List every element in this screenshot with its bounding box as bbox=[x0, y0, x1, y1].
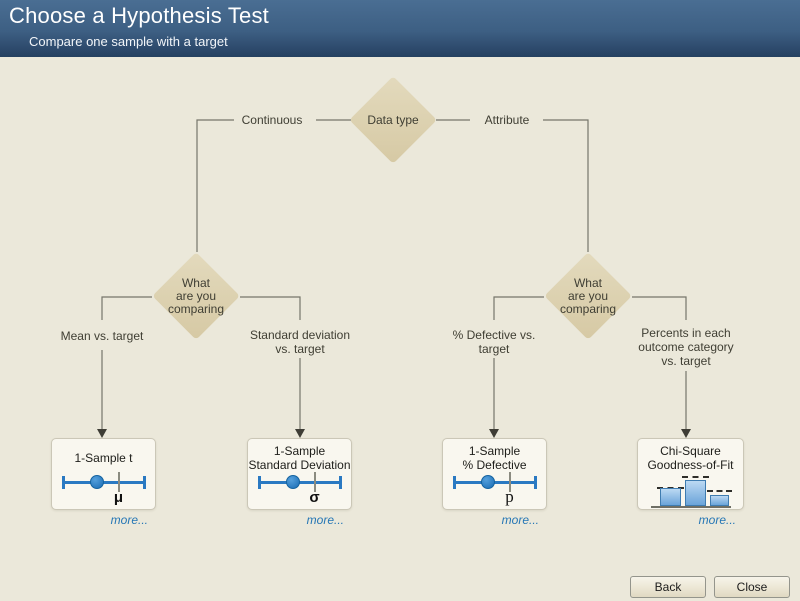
leaf-label-defective-vs-target: % Defective vs. target bbox=[452, 328, 536, 356]
page-subtitle: Compare one sample with a target bbox=[29, 34, 228, 49]
test-card-chi-square-goodness-of-fit[interactable]: Chi-Square Goodness-of-Fit bbox=[637, 438, 744, 510]
interval-plot-icon: p bbox=[452, 471, 537, 509]
dialog-header: Choose a Hypothesis Test Compare one sam… bbox=[0, 0, 800, 57]
test-card-title: 1-Sample Standard Deviation bbox=[248, 443, 351, 472]
target-tick-icon bbox=[508, 471, 511, 492]
back-button[interactable]: Back bbox=[630, 576, 706, 598]
leaf-label-percents-vs-target: Percents in each outcome category vs. ta… bbox=[638, 326, 734, 368]
sample-point-icon bbox=[89, 474, 104, 489]
decision-node-data-type: Data type bbox=[349, 76, 437, 164]
decision-node-comparing-attribute: What are you comparing bbox=[544, 252, 632, 340]
axis-baseline-icon bbox=[650, 506, 731, 509]
sigma-symbol: σ bbox=[309, 488, 320, 506]
leaf-label-mean-vs-target: Mean vs. target bbox=[60, 329, 144, 343]
target-dash-icon bbox=[681, 476, 709, 479]
bar-icon bbox=[684, 480, 706, 507]
decision-node-label: What are you comparing bbox=[559, 275, 617, 316]
decision-node-comparing-continuous: What are you comparing bbox=[152, 252, 240, 340]
more-link-1-sample-t[interactable]: more... bbox=[110, 513, 148, 527]
test-card-1-sample-percent-defective[interactable]: 1-Sample % Defective p bbox=[442, 438, 547, 510]
page-title: Choose a Hypothesis Test bbox=[9, 3, 269, 28]
close-button[interactable]: Close bbox=[714, 576, 790, 598]
bar-icon bbox=[709, 495, 729, 507]
sample-point-icon bbox=[285, 474, 300, 489]
more-link-chi-square-goodness-of-fit[interactable]: more... bbox=[698, 513, 736, 527]
test-card-title: 1-Sample t bbox=[74, 450, 133, 465]
more-link-1-sample-stddev[interactable]: more... bbox=[306, 513, 344, 527]
test-card-title: Chi-Square Goodness-of-Fit bbox=[647, 443, 734, 472]
branch-label-attribute: Attribute bbox=[484, 113, 530, 127]
test-card-1-sample-t[interactable]: 1-Sample t μ bbox=[51, 438, 156, 510]
branch-label-continuous: Continuous bbox=[241, 113, 303, 127]
bar-chart-icon bbox=[650, 470, 732, 509]
more-link-1-sample-percent-defective[interactable]: more... bbox=[501, 513, 539, 527]
decision-node-label: Data type bbox=[367, 112, 419, 127]
target-dash-icon bbox=[706, 490, 732, 493]
sample-point-icon bbox=[480, 474, 495, 489]
target-tick-icon bbox=[117, 471, 120, 492]
p-symbol: p bbox=[505, 486, 514, 506]
bar-icon bbox=[659, 488, 681, 507]
decision-node-label: What are you comparing bbox=[167, 275, 225, 316]
mu-symbol: μ bbox=[113, 488, 124, 506]
test-card-1-sample-stddev[interactable]: 1-Sample Standard Deviation σ bbox=[247, 438, 352, 510]
interval-plot-icon: μ bbox=[61, 471, 146, 509]
leaf-label-stddev-vs-target: Standard deviation vs. target bbox=[249, 328, 351, 356]
interval-plot-icon: σ bbox=[257, 471, 342, 509]
target-tick-icon bbox=[313, 471, 316, 492]
test-card-title: 1-Sample % Defective bbox=[462, 443, 527, 472]
